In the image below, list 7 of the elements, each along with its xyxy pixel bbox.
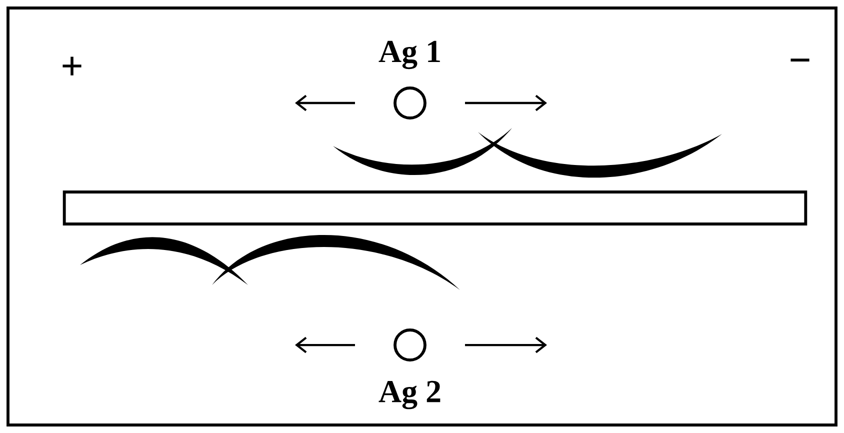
antigen-label: Ag 1	[378, 40, 440, 70]
electrode-sign: +	[62, 56, 82, 76]
well	[394, 328, 426, 362]
trough	[62, 190, 808, 226]
electrode-sign: −	[790, 58, 810, 62]
antigen-label: Ag 2	[378, 380, 440, 410]
well	[394, 86, 426, 120]
